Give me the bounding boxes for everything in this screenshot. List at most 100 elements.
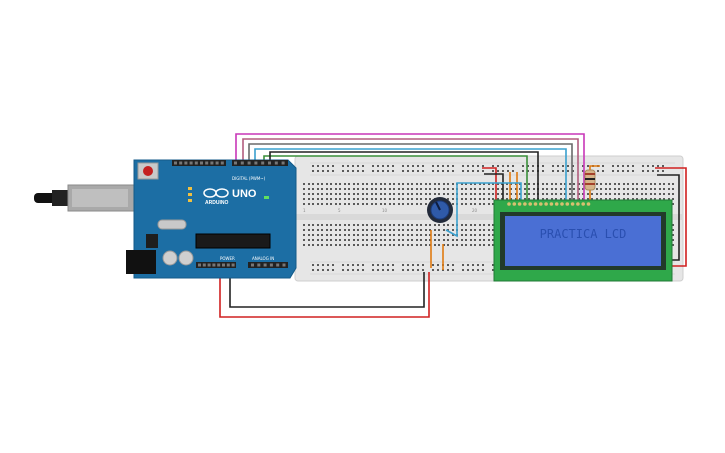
breadboard-hole[interactable] [551, 183, 553, 185]
breadboard-hole[interactable] [392, 264, 394, 266]
breadboard-hole[interactable] [407, 188, 409, 190]
breadboard-hole[interactable] [447, 264, 449, 266]
breadboard-hole[interactable] [438, 229, 440, 231]
breadboard-hole[interactable] [416, 224, 418, 226]
breadboard-hole[interactable] [632, 165, 634, 167]
breadboard-hole[interactable] [366, 183, 368, 185]
breadboard-hole[interactable] [605, 193, 607, 195]
breadboard-hole[interactable] [377, 269, 379, 271]
breadboard-hole[interactable] [357, 183, 359, 185]
breadboard-hole[interactable] [389, 198, 391, 200]
breadboard-hole[interactable] [560, 183, 562, 185]
breadboard-hole[interactable] [479, 193, 481, 195]
breadboard-hole[interactable] [375, 203, 377, 205]
breadboard-hole[interactable] [317, 234, 319, 236]
breadboard-hole[interactable] [398, 198, 400, 200]
breadboard-hole[interactable] [317, 188, 319, 190]
breadboard-hole[interactable] [465, 239, 467, 241]
breadboard-hole[interactable] [375, 234, 377, 236]
breadboard-hole[interactable] [623, 193, 625, 195]
breadboard-hole[interactable] [627, 165, 629, 167]
breadboard-hole[interactable] [353, 244, 355, 246]
breadboard-hole[interactable] [348, 239, 350, 241]
breadboard-hole[interactable] [438, 193, 440, 195]
breadboard-hole[interactable] [497, 193, 499, 195]
breadboard-hole[interactable] [492, 224, 494, 226]
breadboard-hole[interactable] [488, 198, 490, 200]
breadboard-hole[interactable] [317, 244, 319, 246]
breadboard-hole[interactable] [510, 193, 512, 195]
breadboard-hole[interactable] [483, 198, 485, 200]
breadboard-hole[interactable] [434, 193, 436, 195]
breadboard-hole[interactable] [452, 269, 454, 271]
breadboard-hole[interactable] [479, 239, 481, 241]
breadboard-hole[interactable] [582, 165, 584, 167]
breadboard-hole[interactable] [447, 269, 449, 271]
breadboard-hole[interactable] [462, 264, 464, 266]
breadboard-hole[interactable] [507, 170, 509, 172]
wire-5v-red[interactable] [219, 268, 430, 318]
breadboard-hole[interactable] [353, 188, 355, 190]
breadboard-hole[interactable] [492, 188, 494, 190]
breadboard-hole[interactable] [330, 203, 332, 205]
breadboard-hole[interactable] [524, 193, 526, 195]
breadboard-hole[interactable] [432, 165, 434, 167]
breadboard-hole[interactable] [546, 198, 548, 200]
breadboard-hole[interactable] [321, 188, 323, 190]
wire-red-rail[interactable] [482, 167, 497, 200]
breadboard-hole[interactable] [432, 264, 434, 266]
breadboard-hole[interactable] [488, 234, 490, 236]
breadboard-hole[interactable] [375, 229, 377, 231]
breadboard-hole[interactable] [326, 183, 328, 185]
breadboard-hole[interactable] [552, 170, 554, 172]
breadboard-hole[interactable] [474, 239, 476, 241]
breadboard-hole[interactable] [587, 198, 589, 200]
breadboard-hole[interactable] [344, 188, 346, 190]
breadboard-hole[interactable] [528, 193, 530, 195]
breadboard-hole[interactable] [312, 170, 314, 172]
breadboard-hole[interactable] [407, 239, 409, 241]
breadboard-hole[interactable] [339, 239, 341, 241]
breadboard-hole[interactable] [389, 229, 391, 231]
breadboard-hole[interactable] [472, 269, 474, 271]
breadboard-hole[interactable] [672, 188, 674, 190]
breadboard-hole[interactable] [596, 198, 598, 200]
breadboard-hole[interactable] [461, 198, 463, 200]
breadboard-hole[interactable] [417, 269, 419, 271]
breadboard-hole[interactable] [645, 198, 647, 200]
breadboard-hole[interactable] [347, 170, 349, 172]
breadboard-hole[interactable] [321, 239, 323, 241]
header-pin[interactable] [234, 161, 237, 165]
breadboard-hole[interactable] [645, 193, 647, 195]
breadboard-hole[interactable] [443, 234, 445, 236]
breadboard-hole[interactable] [479, 198, 481, 200]
lcd-module[interactable]: PRACTICA LCD [493, 199, 673, 282]
breadboard-hole[interactable] [384, 224, 386, 226]
breadboard-hole[interactable] [348, 193, 350, 195]
header-pin[interactable] [207, 263, 211, 267]
breadboard-hole[interactable] [312, 244, 314, 246]
breadboard-hole[interactable] [411, 198, 413, 200]
breadboard-hole[interactable] [303, 198, 305, 200]
breadboard-hole[interactable] [389, 203, 391, 205]
breadboard-hole[interactable] [411, 244, 413, 246]
breadboard-hole[interactable] [438, 244, 440, 246]
breadboard-hole[interactable] [366, 203, 368, 205]
breadboard-hole[interactable] [560, 193, 562, 195]
breadboard-hole[interactable] [470, 224, 472, 226]
breadboard-hole[interactable] [573, 198, 575, 200]
breadboard-hole[interactable] [366, 193, 368, 195]
header-pin[interactable] [269, 263, 273, 267]
breadboard-hole[interactable] [569, 193, 571, 195]
breadboard-hole[interactable] [479, 188, 481, 190]
breadboard-hole[interactable] [532, 170, 534, 172]
breadboard-hole[interactable] [652, 165, 654, 167]
breadboard-hole[interactable] [560, 188, 562, 190]
breadboard-hole[interactable] [492, 229, 494, 231]
breadboard-hole[interactable] [393, 183, 395, 185]
breadboard-hole[interactable] [569, 198, 571, 200]
reset-button[interactable] [143, 166, 153, 176]
breadboard-hole[interactable] [483, 239, 485, 241]
breadboard-hole[interactable] [429, 193, 431, 195]
breadboard-hole[interactable] [366, 229, 368, 231]
